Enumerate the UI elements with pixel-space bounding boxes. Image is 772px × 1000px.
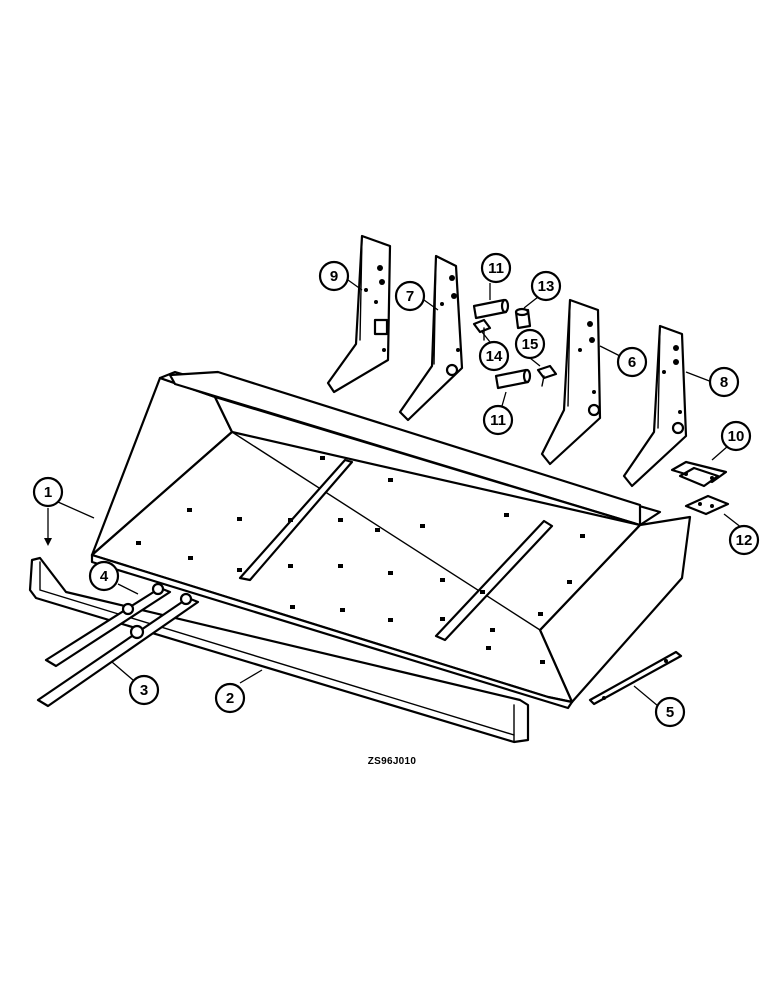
- callout-4: 4: [88, 560, 120, 592]
- callout-label: 12: [736, 532, 753, 549]
- callout-label: 3: [140, 682, 148, 699]
- callout-3: 3: [128, 674, 160, 706]
- callout-9: 9: [318, 260, 350, 292]
- callout-label: 10: [728, 428, 745, 445]
- wear-strap-left: [44, 582, 172, 668]
- callout-8: 8: [708, 366, 740, 398]
- bolt-14: [472, 318, 492, 341]
- callout-14: 14: [478, 340, 510, 372]
- callout-label: 7: [406, 288, 414, 305]
- clip-bracket-part: [670, 460, 728, 488]
- pin-lower: [494, 368, 532, 390]
- mount-bracket-9: [326, 234, 392, 394]
- cutting-edge-part: [28, 556, 530, 744]
- callout-11-lower: 11: [482, 404, 514, 436]
- callout-label: 4: [100, 568, 109, 585]
- retainer-plate-part: [684, 494, 730, 516]
- callout-11-upper: 11: [480, 252, 512, 284]
- callout-15: 15: [514, 328, 546, 360]
- callout-label: 8: [720, 374, 728, 391]
- bucket-part: [90, 370, 692, 710]
- callout-label: 15: [522, 336, 539, 353]
- figure-code: ZS96J010: [368, 756, 417, 767]
- callout-5: 5: [654, 696, 686, 728]
- callout-label: 11: [490, 412, 506, 429]
- side-plate-part: [588, 650, 683, 706]
- bushing-13: [514, 307, 532, 330]
- callout-label: 14: [486, 348, 503, 365]
- callout-7: 7: [394, 280, 426, 312]
- callout-label: 1: [44, 484, 52, 501]
- callout-1: 1: [32, 476, 64, 508]
- bolt-15: [536, 364, 558, 387]
- callout-label: 9: [330, 268, 338, 285]
- mount-bracket-6: [540, 298, 602, 466]
- pin-upper: [472, 298, 510, 320]
- callout-12: 12: [728, 524, 760, 556]
- callout-2: 2: [214, 682, 246, 714]
- mount-bracket-8: [622, 324, 688, 488]
- callout-label: 2: [226, 690, 234, 707]
- callout-13: 13: [530, 270, 562, 302]
- leader-lines: [44, 279, 743, 707]
- callout-label: 11: [488, 260, 504, 277]
- mount-bracket-7: [398, 254, 464, 422]
- callout-label: 6: [628, 354, 636, 371]
- callout-10: 10: [720, 420, 752, 452]
- wear-strap-right: [36, 592, 200, 708]
- callout-6: 6: [616, 346, 648, 378]
- callout-label: 5: [666, 704, 674, 721]
- callout-label: 13: [538, 278, 555, 295]
